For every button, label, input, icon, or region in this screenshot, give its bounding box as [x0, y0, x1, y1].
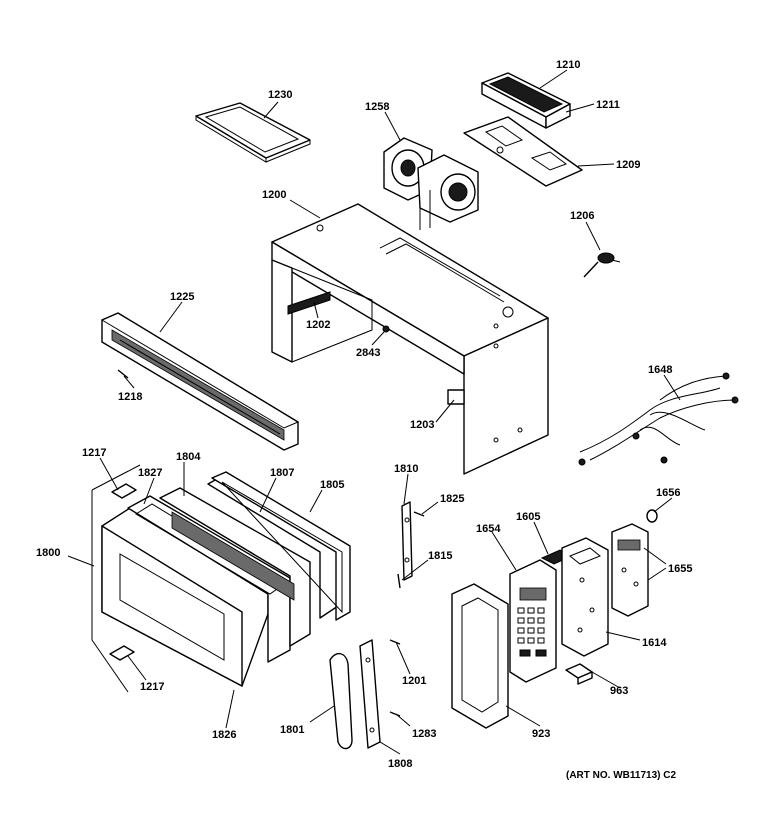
part-1217-hinge-top [111, 483, 137, 499]
part-1614-control-board [561, 537, 609, 657]
part-1230-filter [195, 102, 311, 163]
part-1225-grille [100, 312, 300, 451]
part-1648-harness [578, 372, 739, 466]
label-1218: 1218 [118, 391, 142, 403]
label-1202: 1202 [306, 319, 330, 331]
label-1217-bottom: 1217 [140, 681, 164, 693]
label-963: 963 [610, 685, 628, 697]
part-1656-clip [646, 509, 658, 523]
label-1801: 1801 [280, 724, 304, 736]
label-2843: 2843 [356, 347, 380, 359]
label-1825: 1825 [440, 493, 464, 505]
label-1805: 1805 [320, 479, 344, 491]
part-1655-relay-board [611, 523, 649, 617]
label-1808: 1808 [388, 758, 412, 770]
part-1283-screw [389, 711, 401, 717]
label-923: 923 [532, 728, 550, 740]
leader-lines [67, 69, 681, 755]
label-1203: 1203 [410, 419, 434, 431]
part-2843-screw [382, 325, 390, 333]
label-1815: 1815 [428, 550, 452, 562]
part-1825-screw [413, 511, 425, 517]
part-1200-cabinet [271, 203, 549, 475]
part-1258-blower [383, 137, 479, 230]
part-1800-door-frame [91, 464, 141, 693]
art-number: (ART NO. WB11713) C2 [566, 770, 676, 781]
label-1614: 1614 [642, 637, 667, 649]
part-1804-choke [159, 487, 311, 647]
part-1654-keypad [509, 559, 557, 683]
label-1211: 1211 [596, 99, 620, 111]
label-1648: 1648 [648, 364, 672, 376]
label-1209: 1209 [616, 159, 640, 171]
part-1815-spring [397, 573, 401, 589]
part-923-control-frame [451, 583, 509, 729]
label-1654: 1654 [476, 523, 501, 535]
label-1605: 1605 [516, 511, 540, 523]
label-1201: 1201 [402, 675, 426, 687]
label-1206: 1206 [570, 210, 594, 222]
keypad-buttons [517, 607, 547, 657]
label-1217-top: 1217 [82, 447, 106, 459]
part-1801-handle [329, 653, 353, 750]
label-1258: 1258 [365, 101, 389, 113]
part-1206-thermostat [583, 252, 621, 278]
label-1800: 1800 [36, 547, 60, 559]
part-1805-gasket [211, 471, 351, 621]
label-1225: 1225 [170, 291, 194, 303]
part-963-bracket [565, 663, 593, 685]
part-1209-plate [463, 116, 583, 187]
label-1804: 1804 [176, 451, 201, 463]
label-1826: 1826 [212, 729, 236, 741]
label-1230: 1230 [268, 89, 292, 101]
part-1808-handle-bracket [359, 639, 381, 749]
part-1810-latch [401, 501, 413, 581]
label-1656: 1656 [656, 487, 680, 499]
label-1807: 1807 [270, 467, 294, 479]
label-1810: 1810 [394, 463, 418, 475]
label-1200: 1200 [262, 189, 286, 201]
part-1217-hinge-bottom [109, 645, 135, 661]
label-1283: 1283 [412, 728, 436, 740]
label-1827: 1827 [138, 467, 162, 479]
label-1210: 1210 [556, 59, 580, 71]
label-1655: 1655 [668, 563, 692, 575]
part-labels: 1230 1258 1210 1211 1209 1200 1206 1225 … [36, 59, 692, 770]
part-1218-screw [117, 369, 129, 379]
part-1210-vent [481, 72, 571, 129]
part-1201-screw [389, 639, 401, 645]
